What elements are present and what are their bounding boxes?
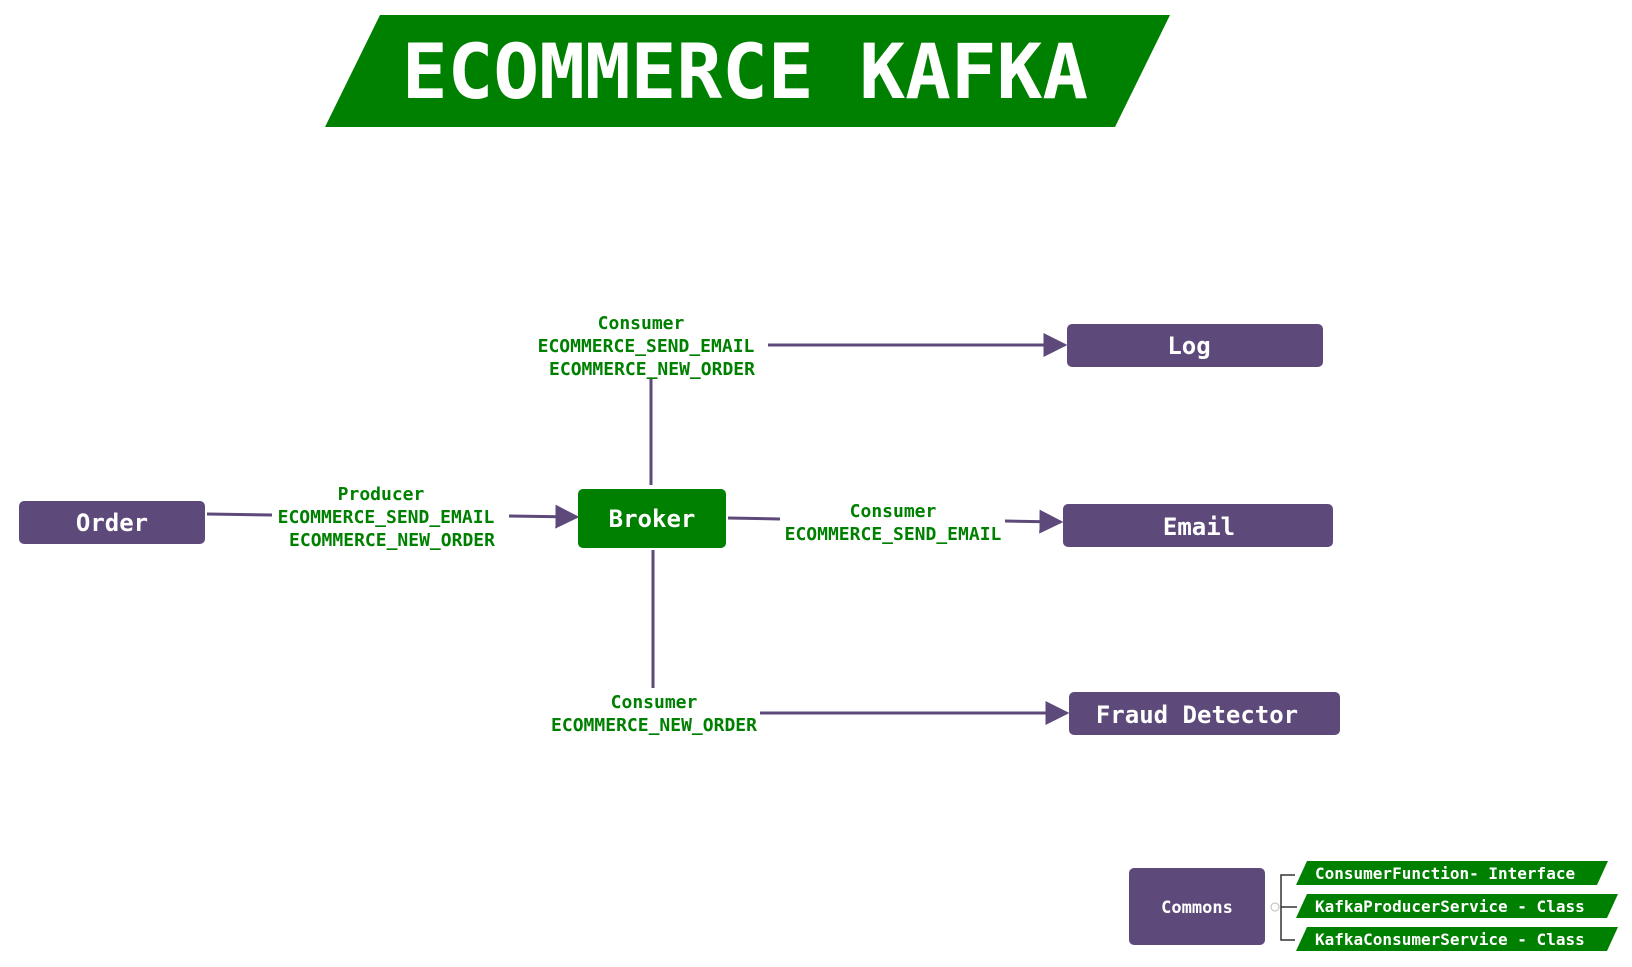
node-email-box[interactable] [1063,504,1333,547]
node-fraud-detector-box[interactable] [1069,692,1340,735]
node-commons-box[interactable] [1129,868,1265,945]
edge-label-line: Consumer [598,313,685,334]
commons-item-shape[interactable] [1296,894,1618,918]
collapse-handle-icon[interactable] [1270,902,1280,912]
node-log-label: Log [1167,332,1210,360]
commons-item-label: ConsumerFunction- Interface [1315,864,1575,883]
commons-item-shape[interactable] [1296,861,1608,885]
node-broker-label: Broker [609,505,696,533]
edge-label-broker-log: Consumer ECOMMERCE_SEND_EMAIL ECOMMERCE_… [538,313,755,380]
edge-broker-email-segment-1 [727,516,781,521]
edge-label-line: ECOMMERCE_NEW_ORDER [549,359,755,380]
node-order-box[interactable] [19,501,205,544]
node-fraud-detector-label: Fraud Detector [1096,701,1298,729]
commons-item-label: KafkaProducerService - Class [1315,897,1585,916]
commons-bracket [1270,874,1297,941]
edge-label-line: Producer [338,484,425,505]
edge-label-line: ECOMMERCE_NEW_ORDER [289,530,495,551]
connectors [206,333,1070,725]
edge-broker-email-segment-2 [1004,509,1064,534]
diagram-title: ECOMMERCE KAFKA [402,27,1088,116]
edge-order-broker-segment-1 [206,512,273,517]
edge-order-broker-segment-2 [508,504,580,529]
edge-label-broker-fraud: Consumer ECOMMERCE_NEW_ORDER [551,692,757,736]
node-broker[interactable]: Broker [578,489,726,548]
commons-item-kafka-producer-service[interactable]: KafkaProducerService - Class [1296,894,1618,918]
title-banner: ECOMMERCE KAFKA [325,15,1170,127]
node-log[interactable]: Log [1067,324,1323,367]
edge-label-line: Consumer [611,692,698,713]
edge-label-order-broker: Producer ECOMMERCE_SEND_EMAIL ECOMMERCE_… [278,484,495,551]
title-banner-shape [325,15,1170,127]
edge-label-line: ECOMMERCE_SEND_EMAIL [278,507,495,528]
node-email[interactable]: Email [1063,504,1333,547]
edge-label-line: ECOMMERCE_SEND_EMAIL [538,336,755,357]
node-broker-box[interactable] [578,489,726,548]
commons-item-kafka-consumer-service[interactable]: KafkaConsumerService - Class [1296,927,1618,951]
node-log-box[interactable] [1067,324,1323,367]
commons-item-shape[interactable] [1296,927,1618,951]
node-commons-label: Commons [1161,898,1233,918]
node-email-label: Email [1163,513,1235,541]
commons-item-consumer-function[interactable]: ConsumerFunction- Interface [1296,861,1608,885]
commons-item-label: KafkaConsumerService - Class [1315,930,1585,949]
edge-label-line: Consumer [850,501,937,522]
node-order-label: Order [76,509,148,537]
edge-label-line: ECOMMERCE_NEW_ORDER [551,715,757,736]
node-fraud-detector[interactable]: Fraud Detector [1069,692,1340,735]
edge-label-line: ECOMMERCE_SEND_EMAIL [785,524,1002,545]
node-commons[interactable]: Commons [1129,868,1265,945]
edge-label-broker-email: Consumer ECOMMERCE_SEND_EMAIL [785,501,1002,545]
node-order[interactable]: Order [19,501,205,544]
